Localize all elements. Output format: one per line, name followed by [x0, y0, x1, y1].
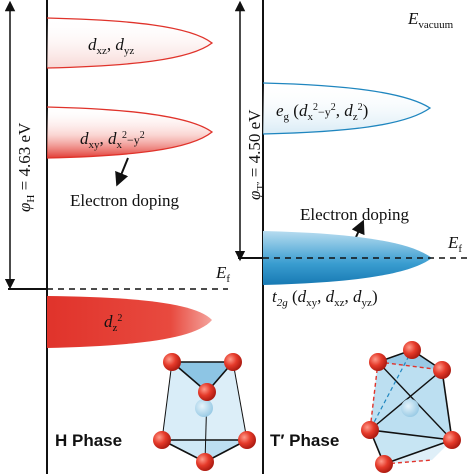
h-band-dxz-dyz — [46, 17, 214, 69]
t-doping-label: Electron doping — [300, 205, 410, 224]
t-fermi-label: Ef — [447, 233, 462, 255]
t-band-eg — [262, 82, 432, 135]
h-doping-label: Electron doping — [70, 191, 180, 210]
t-band-t2g-label: t2g (dxy, dxz, dyz) — [272, 287, 378, 309]
t-phase-label: T′ Phase — [270, 431, 339, 450]
vacuum-label: Evacuum — [407, 9, 454, 31]
h-band-dxz-dyz-label: dxz, dyz — [88, 35, 134, 57]
h-work-function-label: φH = 4.63 eV — [15, 122, 37, 212]
t-band-t2g — [263, 231, 432, 285]
h-band-dz2 — [47, 296, 212, 348]
h-phase-crystal-structure — [153, 353, 256, 471]
h-phase-label: H Phase — [55, 431, 122, 450]
h-band-dz2-label: dz2 — [104, 312, 122, 334]
t-phase-crystal-structure — [361, 341, 461, 473]
h-fermi-label: Ef — [215, 263, 230, 285]
h-band-dxy-dx2y2 — [46, 106, 214, 159]
t-work-function-label: φT′ = 4.50 eV — [245, 109, 267, 200]
h-band-dxy-dx2y2-label: dxy, dx2−y2 — [80, 129, 145, 151]
t-band-eg-label: eg (dx2−y2, dz2) — [276, 101, 368, 123]
h-doping-arrow — [115, 157, 129, 187]
